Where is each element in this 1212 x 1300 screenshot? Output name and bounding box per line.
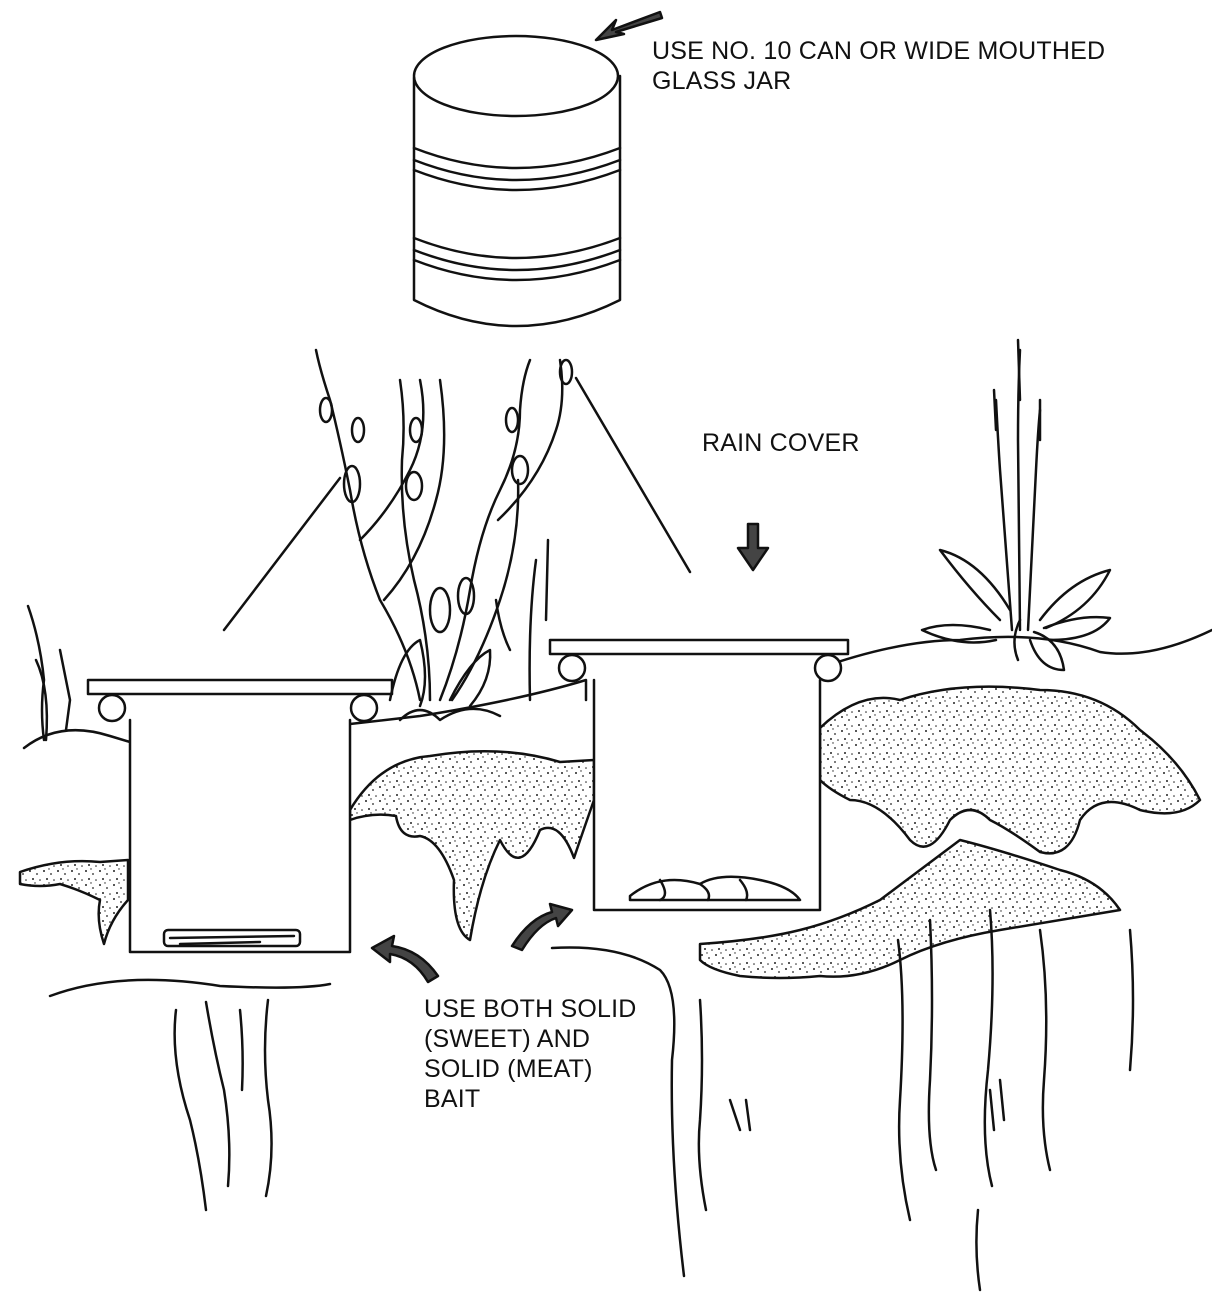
arrow-icon bbox=[372, 936, 438, 982]
can-illustration bbox=[414, 36, 620, 326]
arrow-icon bbox=[738, 524, 768, 570]
bait-label: USE BOTH SOLID (SWEET) AND SOLID (MEAT) … bbox=[424, 994, 637, 1114]
plant-icon bbox=[922, 340, 1110, 670]
bait-icon bbox=[164, 930, 300, 946]
container-label: USE NO. 10 CAN OR WIDE MOUTHED GLASS JAR bbox=[652, 36, 1105, 96]
plant-icon bbox=[316, 350, 572, 720]
rain-cover-label: RAIN COVER bbox=[702, 428, 860, 458]
left-trap bbox=[88, 680, 392, 952]
right-trap bbox=[550, 640, 848, 910]
arrow-icon bbox=[512, 904, 572, 950]
